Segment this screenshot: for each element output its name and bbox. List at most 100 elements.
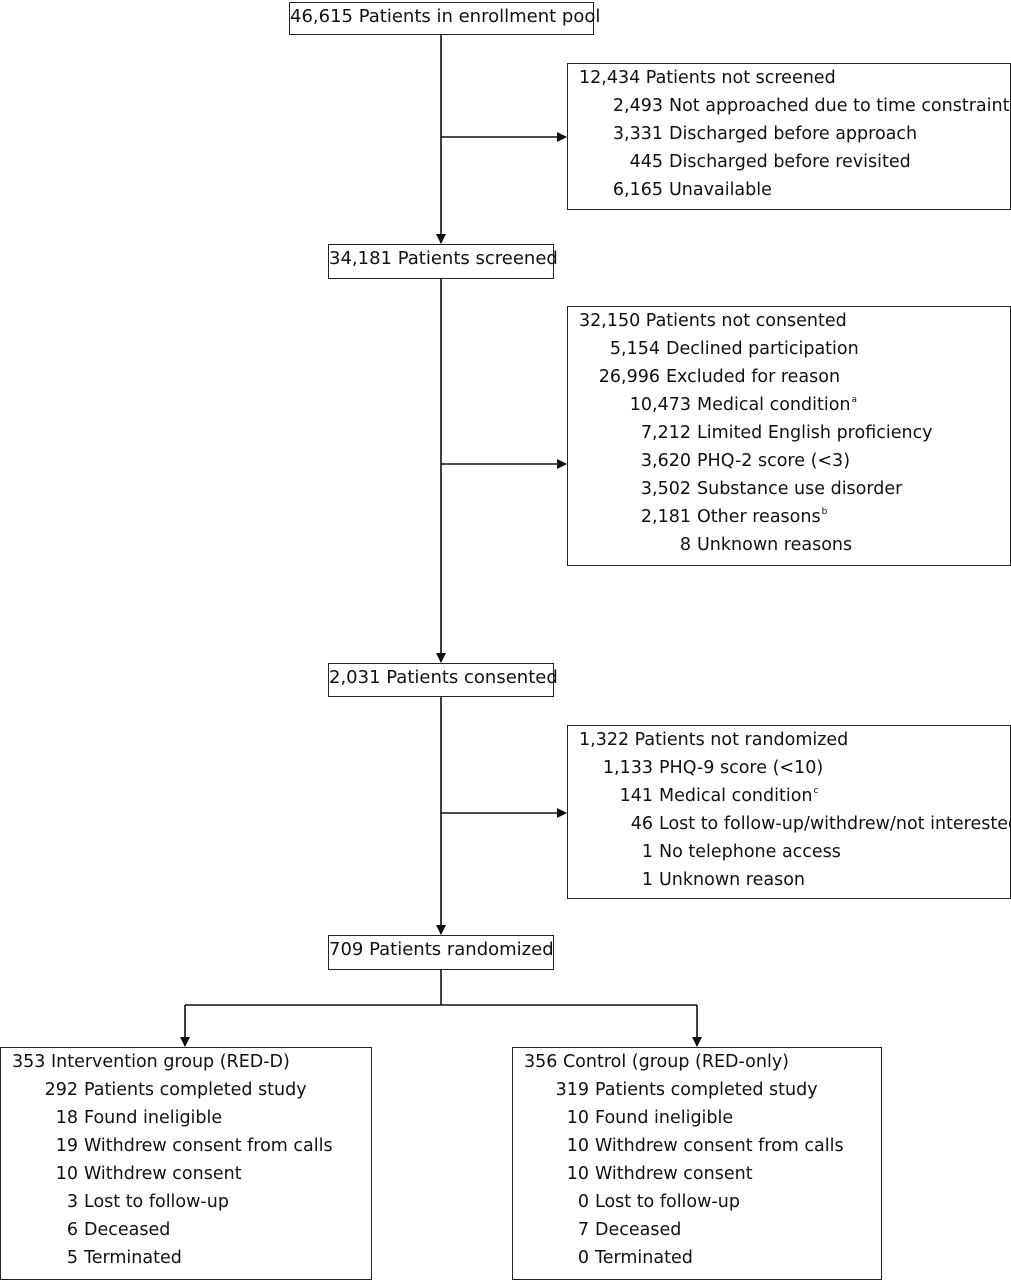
list-item: 1,133 PHQ-9 score (<10) bbox=[579, 758, 823, 778]
item-count: 5 bbox=[66, 1248, 78, 1268]
item-count: 1 bbox=[641, 870, 653, 890]
not-consented-box: 32,150 Patients not consented 5,154 Decli… bbox=[567, 306, 1011, 566]
item-label: Discharged before approach bbox=[669, 124, 918, 144]
list-item: 10,473 Medical conditiona bbox=[579, 395, 857, 415]
item-count: 0 bbox=[577, 1248, 589, 1268]
intervention-header: 353 Intervention group (RED-D) bbox=[12, 1052, 290, 1072]
list-item: 3,331 Discharged before approach bbox=[579, 124, 917, 144]
list-item: 445 Discharged before revisited bbox=[579, 152, 911, 172]
item-label: Declined participation bbox=[666, 339, 859, 359]
item-label: Not approached due to time constraint bbox=[669, 96, 1010, 116]
item-count: 10 bbox=[566, 1164, 589, 1184]
item-label: Withdrew consent from calls bbox=[84, 1136, 333, 1156]
item-count: 46 bbox=[630, 814, 653, 834]
item-count: 3,620 bbox=[640, 451, 691, 471]
not-screened-header: 12,434 Patients not screened bbox=[579, 68, 836, 88]
item-count: 26,996 bbox=[598, 367, 660, 387]
item-count: 7 bbox=[577, 1220, 589, 1240]
list-item: 319 Patients completed study bbox=[524, 1080, 818, 1100]
list-item: 10 Withdrew consent bbox=[524, 1164, 753, 1184]
list-item: 46 Lost to follow-up/withdrew/not interes… bbox=[579, 814, 1011, 834]
item-label: Found ineligible bbox=[595, 1108, 734, 1128]
list-item: 8 Unknown reasons bbox=[579, 535, 852, 555]
item-label: Limited English proficiency bbox=[697, 423, 933, 443]
not-consented-header: 32,150 Patients not consented bbox=[579, 311, 847, 331]
item-count: 6 bbox=[66, 1220, 78, 1240]
footnote-marker: a bbox=[851, 395, 858, 405]
list-item: 2,493 Not approached due to time constrai… bbox=[579, 96, 1010, 116]
item-label: Deceased bbox=[84, 1220, 171, 1240]
screened-box: 34,181 Patients screened bbox=[328, 244, 558, 279]
item-label: Unknown reasons bbox=[697, 535, 853, 555]
item-label: Withdrew consent bbox=[84, 1164, 242, 1184]
item-label: Excluded for reason bbox=[666, 367, 841, 387]
control-header: 356 Control (group (RED-only) bbox=[524, 1052, 790, 1072]
item-count: 3,331 bbox=[612, 124, 663, 144]
item-count: 10 bbox=[566, 1136, 589, 1156]
list-item: 10 Withdrew consent bbox=[12, 1164, 242, 1184]
footnote-marker: b bbox=[821, 507, 828, 517]
item-count: 319 bbox=[555, 1080, 589, 1100]
list-item: 6 Deceased bbox=[12, 1220, 171, 1240]
enrollment-pool-text: 46,615 Patients in enrollment pool bbox=[290, 6, 601, 27]
item-count: 19 bbox=[55, 1136, 78, 1156]
item-label: Medical conditiona bbox=[697, 395, 858, 415]
item-count: 292 bbox=[44, 1080, 78, 1100]
item-count: 445 bbox=[629, 152, 663, 172]
item-count: 1,133 bbox=[602, 758, 653, 778]
item-label: PHQ-9 score (<10) bbox=[659, 758, 824, 778]
enrollment-pool-box: 46,615 Patients in enrollment pool bbox=[289, 2, 600, 35]
control-group-box: 356 Control (group (RED-only) 319 Patient… bbox=[512, 1047, 882, 1280]
item-count: 10 bbox=[55, 1164, 78, 1184]
list-item: 3,620 PHQ-2 score (<3) bbox=[579, 451, 850, 471]
item-label: Terminated bbox=[595, 1248, 693, 1268]
screened-text: 34,181 Patients screened bbox=[329, 248, 558, 269]
item-count: 1 bbox=[641, 842, 653, 862]
item-count: 141 bbox=[619, 786, 653, 806]
list-item: 10 Found ineligible bbox=[524, 1108, 733, 1128]
item-label: Found ineligible bbox=[84, 1108, 223, 1128]
list-item: 5,154 Declined participation bbox=[579, 339, 859, 359]
item-label: Substance use disorder bbox=[697, 479, 903, 499]
item-label: Lost to follow-up/withdrew/not intereste… bbox=[659, 814, 1011, 834]
intervention-group-box: 353 Intervention group (RED-D) 292 Patien… bbox=[0, 1047, 372, 1280]
item-label: Discharged before revisited bbox=[669, 152, 911, 172]
item-label: Patients completed study bbox=[84, 1080, 307, 1100]
list-item: 19 Withdrew consent from calls bbox=[12, 1136, 333, 1156]
item-label: No telephone access bbox=[659, 842, 841, 862]
list-item: 1 No telephone access bbox=[579, 842, 841, 862]
item-label: Lost to follow-up bbox=[595, 1192, 740, 1212]
item-count: 18 bbox=[55, 1108, 78, 1128]
not-screened-box: 12,434 Patients not screened 2,493 Not ap… bbox=[567, 63, 1011, 210]
item-count: 2,181 bbox=[640, 507, 691, 527]
item-label: Withdrew consent bbox=[595, 1164, 753, 1184]
consented-box: 2,031 Patients consented bbox=[328, 663, 558, 697]
list-item: 7 Deceased bbox=[524, 1220, 682, 1240]
not-randomized-header: 1,322 Patients not randomized bbox=[579, 730, 849, 750]
item-count: 3,502 bbox=[640, 479, 691, 499]
footnote-marker: c bbox=[813, 786, 819, 796]
list-item: 26,996 Excluded for reason bbox=[579, 367, 840, 387]
randomized-text: 709 Patients randomized bbox=[329, 939, 554, 960]
item-count: 5,154 bbox=[609, 339, 660, 359]
item-count: 10 bbox=[566, 1108, 589, 1128]
item-label: PHQ-2 score (<3) bbox=[697, 451, 851, 471]
list-item: 18 Found ineligible bbox=[12, 1108, 222, 1128]
item-count: 8 bbox=[679, 535, 691, 555]
item-count: 0 bbox=[577, 1192, 589, 1212]
item-label: Patients completed study bbox=[595, 1080, 818, 1100]
item-count: 3 bbox=[66, 1192, 78, 1212]
list-item: 0 Lost to follow-up bbox=[524, 1192, 740, 1212]
list-item: 3,502 Substance use disorder bbox=[579, 479, 902, 499]
item-count: 10,473 bbox=[629, 395, 691, 415]
item-label: Deceased bbox=[595, 1220, 682, 1240]
item-count: 2,493 bbox=[612, 96, 663, 116]
